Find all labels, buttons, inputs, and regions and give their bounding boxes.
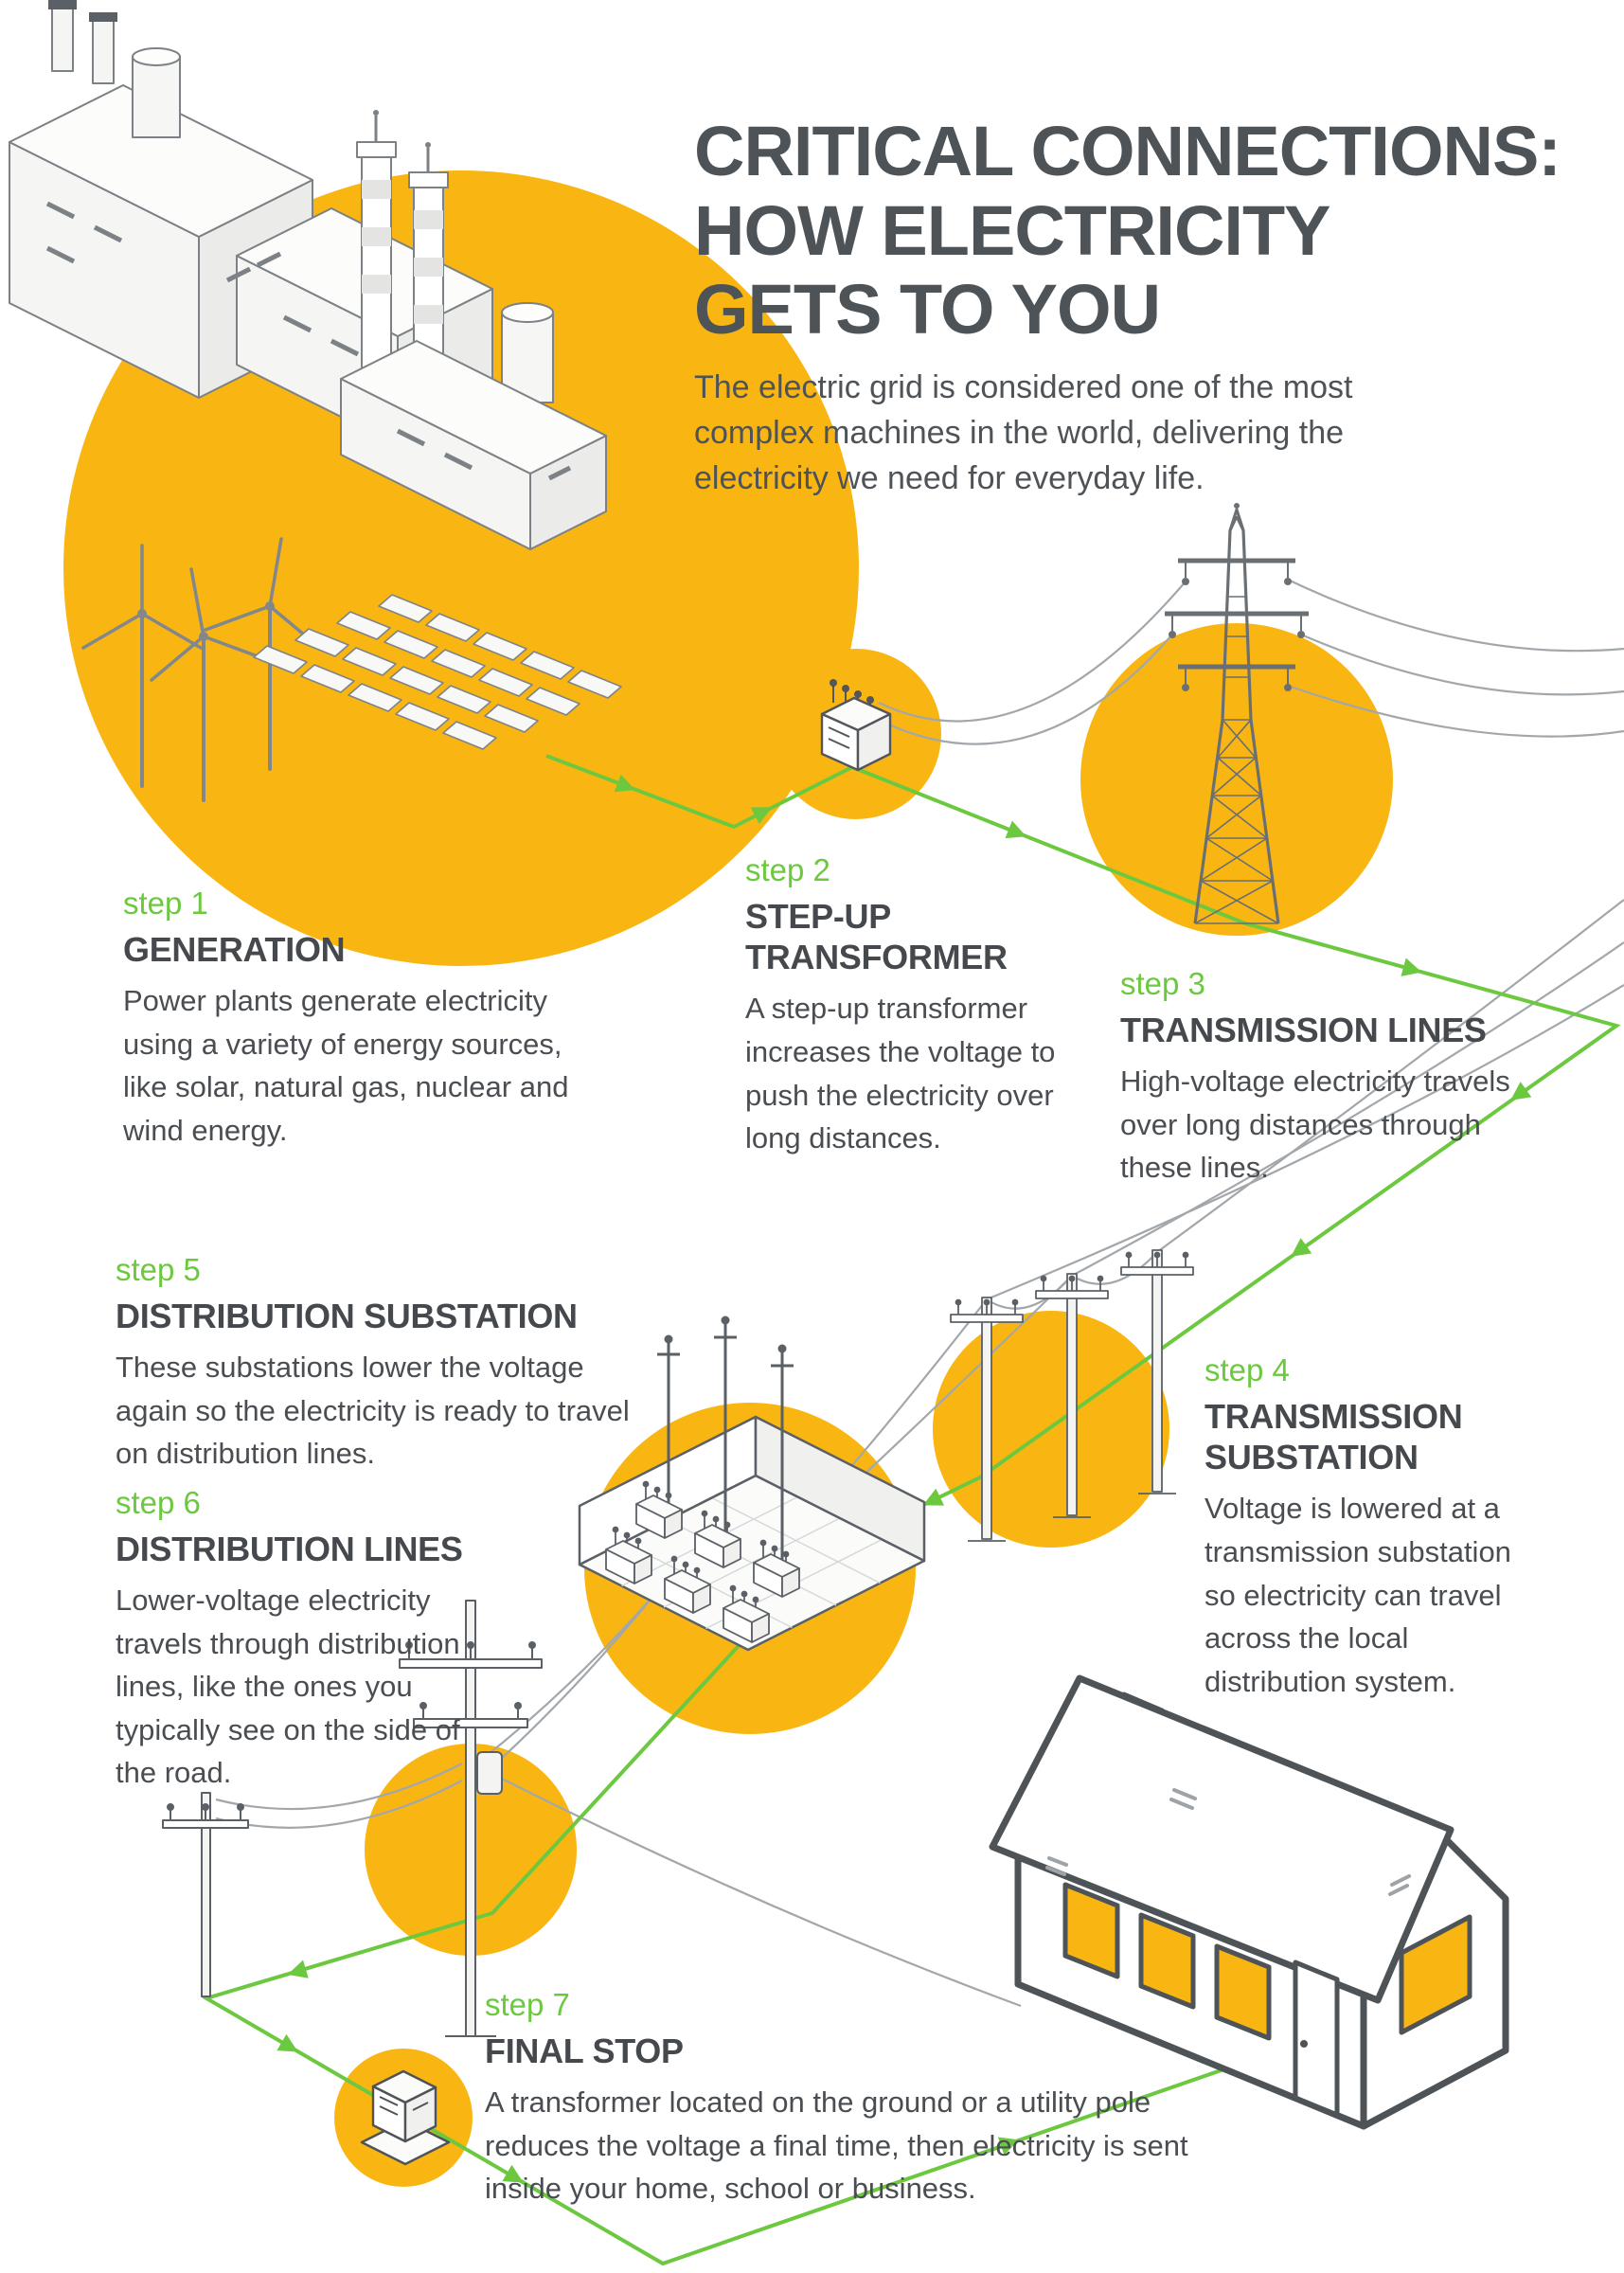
step-heading: DISTRIBUTION SUBSTATION bbox=[116, 1297, 578, 1335]
step-2-step-up-transformer: step 2 STEP-UP TRANSFORMER A step-up tra… bbox=[745, 852, 1058, 1160]
power-lines bbox=[215, 579, 1624, 2008]
utility-pole-icon bbox=[399, 1600, 543, 2037]
step-heading: GENERATION bbox=[123, 930, 346, 969]
house-window bbox=[1138, 1912, 1196, 2010]
step-label: step 6 bbox=[116, 1485, 201, 1520]
step-body: Voltage is lowered at a transmission sub… bbox=[1205, 1492, 1511, 1698]
step-label: step 3 bbox=[1120, 966, 1205, 1001]
page-title-line-1: CRITICAL CONNECTIONS: bbox=[694, 112, 1562, 190]
step-heading: FINAL STOP bbox=[485, 2031, 684, 2070]
house-window bbox=[1399, 1914, 1472, 2035]
house-window bbox=[1214, 1943, 1272, 2041]
step-body: These substations lower the voltage agai… bbox=[116, 1351, 630, 1471]
solar-panels-icon bbox=[253, 594, 622, 750]
distribution-substation-icon bbox=[578, 1315, 926, 1652]
step-label: step 5 bbox=[116, 1252, 201, 1287]
step-label: step 1 bbox=[123, 886, 208, 921]
step-label: step 2 bbox=[745, 852, 830, 887]
page-title-line-2: HOW ELECTRICITY bbox=[694, 190, 1331, 270]
power-plant-icon bbox=[9, 0, 607, 550]
transmission-tower-icon bbox=[1165, 503, 1309, 924]
page-title-line-3: GETS TO YOU bbox=[694, 270, 1161, 349]
house-icon bbox=[989, 1674, 1509, 2130]
step-3-transmission-lines: step 3 TRANSMISSION LINES High-voltage e… bbox=[1120, 966, 1518, 1190]
energy-flow-path bbox=[201, 754, 1621, 2266]
step-body: Power plants generate electricity using … bbox=[123, 984, 569, 1147]
page-subtitle: The electric grid is considered one of t… bbox=[694, 368, 1353, 497]
step-7-final-stop: step 7 FINAL STOP A transformer located … bbox=[485, 1987, 1195, 2210]
step-heading: TRANSMISSION LINES bbox=[1120, 1011, 1487, 1049]
step-6-distribution-lines: step 6 DISTRIBUTION LINES Lower-voltage … bbox=[116, 1485, 494, 1795]
flow-arrow-icons bbox=[277, 774, 1532, 2183]
step-body: A step-up transformer increases the volt… bbox=[745, 992, 1056, 1155]
step-body: Lower-voltage electricity travels throug… bbox=[116, 1584, 460, 1790]
header: CRITICAL CONNECTIONS: HOW ELECTRICITY GE… bbox=[694, 112, 1603, 502]
step-heading: TRANSMISSION SUBSTATION bbox=[1205, 1397, 1463, 1477]
transmission-lines-circle bbox=[1080, 623, 1393, 936]
house-door bbox=[1293, 1960, 1340, 2118]
step-label: step 4 bbox=[1205, 1352, 1290, 1387]
transmission-substation-icon bbox=[950, 1249, 1194, 1542]
house-window bbox=[1062, 1882, 1120, 1979]
step-body: High-voltage electricity travels over lo… bbox=[1120, 1065, 1510, 1185]
left-utility-pole-icon bbox=[162, 1792, 249, 1997]
step-1-generation: step 1 GENERATION Power plants generate … bbox=[123, 886, 597, 1152]
step-body: A transformer located on the ground or a… bbox=[485, 2085, 1188, 2206]
step-label: step 7 bbox=[485, 1987, 570, 2022]
pad-transformer-icon bbox=[360, 2069, 451, 2166]
step-up-transformer-icon bbox=[820, 679, 892, 772]
step-heading: DISTRIBUTION LINES bbox=[116, 1530, 463, 1568]
step-4-transmission-substation: step 4 TRANSMISSION SUBSTATION Voltage i… bbox=[1205, 1352, 1545, 1703]
step-heading: STEP-UP TRANSFORMER bbox=[745, 897, 1008, 977]
page-title: CRITICAL CONNECTIONS: HOW ELECTRICITY GE… bbox=[694, 112, 1603, 349]
step-5-distribution-substation: step 5 DISTRIBUTION SUBSTATION These sub… bbox=[116, 1252, 646, 1476]
